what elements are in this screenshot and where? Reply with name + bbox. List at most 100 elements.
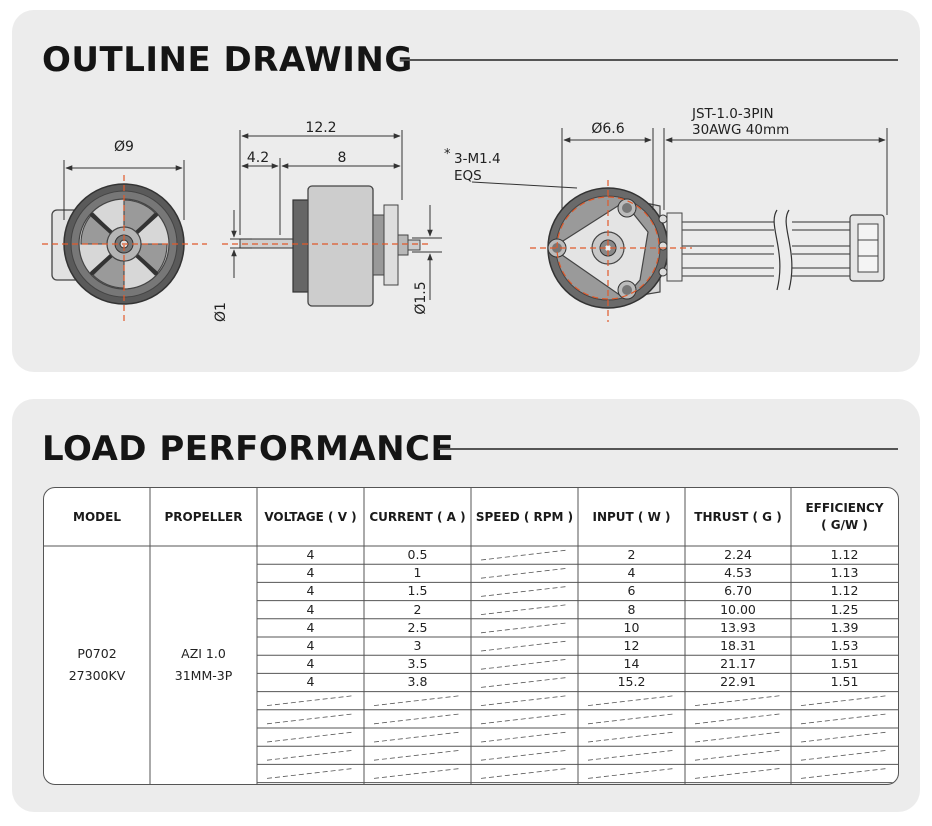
cable-note-line2: 30AWG 40mm — [692, 122, 789, 138]
cell-current: 1 — [413, 565, 422, 581]
speed-placeholder — [480, 586, 569, 597]
header-propeller: PROPELLER — [164, 509, 243, 524]
cell-efficiency: 1.13 — [830, 565, 859, 581]
empty-placeholder — [373, 695, 462, 706]
cell-thrust: 18.31 — [720, 638, 756, 653]
outline-drawing-panel: OUTLINE DRAWING — [12, 10, 920, 372]
header-current: CURRENT ( A ) — [369, 509, 466, 524]
speed-placeholder — [480, 622, 569, 634]
cell-voltage: 4 — [306, 638, 315, 653]
cell-thrust: 13.93 — [720, 619, 756, 635]
empty-placeholder — [800, 768, 889, 779]
empty-placeholder — [694, 713, 782, 725]
speed-placeholder — [480, 640, 569, 652]
cell-current: 1.5 — [407, 583, 428, 599]
empty-placeholder — [800, 695, 889, 706]
speed-placeholder — [480, 567, 569, 579]
shaft-diameter-label: Ø1 — [213, 302, 229, 322]
empty-placeholder — [587, 695, 676, 706]
screw-note-line2: EQS — [454, 168, 482, 184]
cell-efficiency: 1.39 — [830, 619, 859, 635]
cell-current: 0.5 — [407, 547, 428, 562]
propeller-spec: 31MM-3P — [174, 668, 233, 683]
outline-drawing-svg: Ø9 1 — [42, 106, 888, 322]
side-length-dims — [230, 130, 442, 300]
empty-placeholder — [373, 768, 462, 779]
cell-thrust: 4.53 — [724, 565, 752, 581]
empty-placeholder — [694, 731, 782, 743]
cable-note-line1: JST-1.0-3PIN — [691, 106, 774, 122]
empty-placeholder — [266, 731, 355, 743]
title-rule — [400, 59, 898, 61]
cell-efficiency: 1.12 — [830, 583, 859, 599]
empty-placeholder — [694, 695, 782, 706]
rear-view-motor — [547, 187, 669, 309]
rear-center-lines — [530, 180, 692, 322]
propeller-name: AZI 1.0 — [181, 646, 226, 661]
cell-efficiency: 1.51 — [830, 674, 859, 690]
cell-efficiency: 1.51 — [830, 656, 859, 672]
header-model: MODEL — [73, 509, 121, 524]
empty-placeholder — [266, 768, 355, 779]
cell-current: 3 — [413, 638, 422, 653]
total-length-label: 12.2 — [305, 120, 336, 136]
empty-placeholder — [480, 695, 569, 706]
cell-thrust: 10.00 — [720, 601, 756, 617]
screw-note-line1: 3-M1.4 — [454, 151, 501, 167]
empty-placeholder — [587, 749, 676, 761]
rear-dims — [471, 128, 888, 215]
cell-efficiency: 1.53 — [830, 638, 859, 653]
empty-placeholder — [373, 731, 462, 743]
propeller-cell: AZI 1.0 31MM-3P — [150, 546, 257, 784]
cell-thrust: 2.24 — [724, 547, 752, 562]
load-performance-panel: LOAD PERFORMANCE MODEL PROPELLER VOLTAGE… — [12, 399, 920, 812]
front-diameter-dim — [63, 160, 185, 220]
cell-voltage: 4 — [306, 656, 315, 672]
cell-input: 14 — [623, 656, 640, 672]
model-kv: 27300KV — [68, 668, 126, 683]
empty-placeholder — [480, 768, 569, 779]
load-performance-table: MODEL PROPELLER VOLTAGE ( V ) CURRENT ( … — [43, 487, 899, 785]
cell-current: 2 — [413, 601, 422, 617]
cell-input: 12 — [623, 638, 640, 653]
cell-input: 15.2 — [617, 674, 646, 690]
cell-current: 3.8 — [407, 674, 428, 690]
empty-placeholder — [373, 749, 462, 761]
speed-placeholder — [480, 604, 569, 615]
cell-thrust: 21.17 — [720, 656, 756, 672]
cell-voltage: 4 — [306, 601, 315, 617]
cell-voltage: 4 — [306, 547, 315, 562]
front-diameter-label: Ø9 — [114, 139, 134, 155]
cell-voltage: 4 — [306, 583, 315, 599]
boss-diameter-label: Ø1.5 — [413, 281, 429, 314]
header-input: INPUT ( W ) — [592, 509, 671, 524]
empty-placeholder — [800, 713, 889, 725]
header-efficiency: EFFICIENCY ( G/W ) — [805, 501, 884, 532]
empty-placeholder — [694, 749, 782, 761]
cell-thrust: 22.91 — [720, 674, 756, 690]
empty-placeholder — [587, 731, 676, 743]
cell-input: 10 — [623, 619, 640, 635]
empty-placeholder — [266, 713, 355, 725]
speed-placeholder — [480, 549, 569, 561]
rear-diameter-label: Ø6.6 — [591, 121, 624, 137]
body-length-label: 8 — [338, 150, 347, 166]
empty-placeholder — [800, 749, 889, 761]
screw-note-star: * — [444, 147, 451, 162]
cell-current: 2.5 — [407, 619, 428, 635]
header-thrust: THRUST ( G ) — [694, 509, 782, 524]
cell-voltage: 4 — [306, 565, 315, 581]
speed-placeholder — [480, 677, 569, 688]
empty-placeholder — [480, 731, 569, 743]
empty-placeholder — [373, 713, 462, 725]
empty-placeholder — [800, 731, 889, 743]
cell-input: 8 — [627, 601, 636, 617]
empty-placeholder — [266, 749, 355, 761]
empty-placeholder — [587, 768, 676, 779]
cell-input: 2 — [627, 547, 636, 562]
side-view-motor — [239, 185, 421, 307]
empty-placeholder — [266, 695, 355, 706]
empty-placeholder — [480, 749, 569, 761]
cell-thrust: 6.70 — [724, 583, 752, 599]
header-voltage: VOLTAGE ( V ) — [264, 509, 357, 524]
